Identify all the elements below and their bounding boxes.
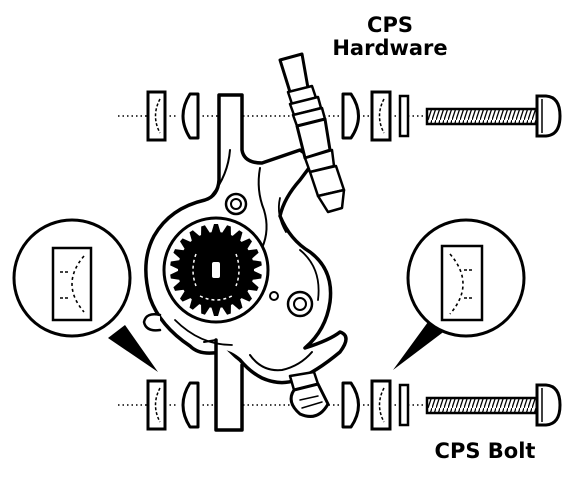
right-detail-callout — [393, 218, 526, 370]
knob-tooth — [210, 305, 222, 316]
left-callout-pointer — [108, 325, 158, 372]
bottom-left-concave-washer — [146, 379, 167, 431]
bottom-left-convex-washer — [181, 381, 200, 429]
right-callout-pointer — [393, 322, 446, 370]
knob-tooth — [239, 238, 252, 251]
cps-hardware-label-line1: CPS — [367, 13, 413, 37]
left-detail-callout — [12, 218, 158, 372]
knob-tooth — [231, 297, 243, 310]
top-cps-bolt — [425, 94, 562, 138]
cps-hardware-label-line2: Hardware — [332, 36, 448, 61]
knob-tooth — [189, 297, 201, 310]
bottom-right-concave-washer — [370, 379, 392, 431]
cps-bolt-label: CPS Bolt — [434, 439, 536, 463]
knob-tooth — [180, 238, 193, 251]
top-left-concave-washer — [146, 90, 167, 142]
knob-tooth — [231, 230, 243, 243]
knob-tooth — [180, 289, 193, 302]
top-flat-washer — [398, 94, 410, 138]
bottom-cps-bolt — [425, 383, 562, 427]
knob-tooth — [239, 289, 252, 302]
knob-tooth — [189, 230, 201, 243]
top-right-convex-washer — [341, 92, 360, 140]
pad-adjuster-knob — [162, 216, 270, 324]
knob-tooth — [210, 224, 222, 235]
bottom-right-convex-washer — [341, 381, 360, 429]
cps-hardware-label: CPS Hardware — [320, 13, 460, 61]
top-left-convex-washer — [181, 92, 200, 140]
top-right-concave-washer — [370, 90, 392, 142]
bottom-flat-washer — [398, 383, 410, 427]
